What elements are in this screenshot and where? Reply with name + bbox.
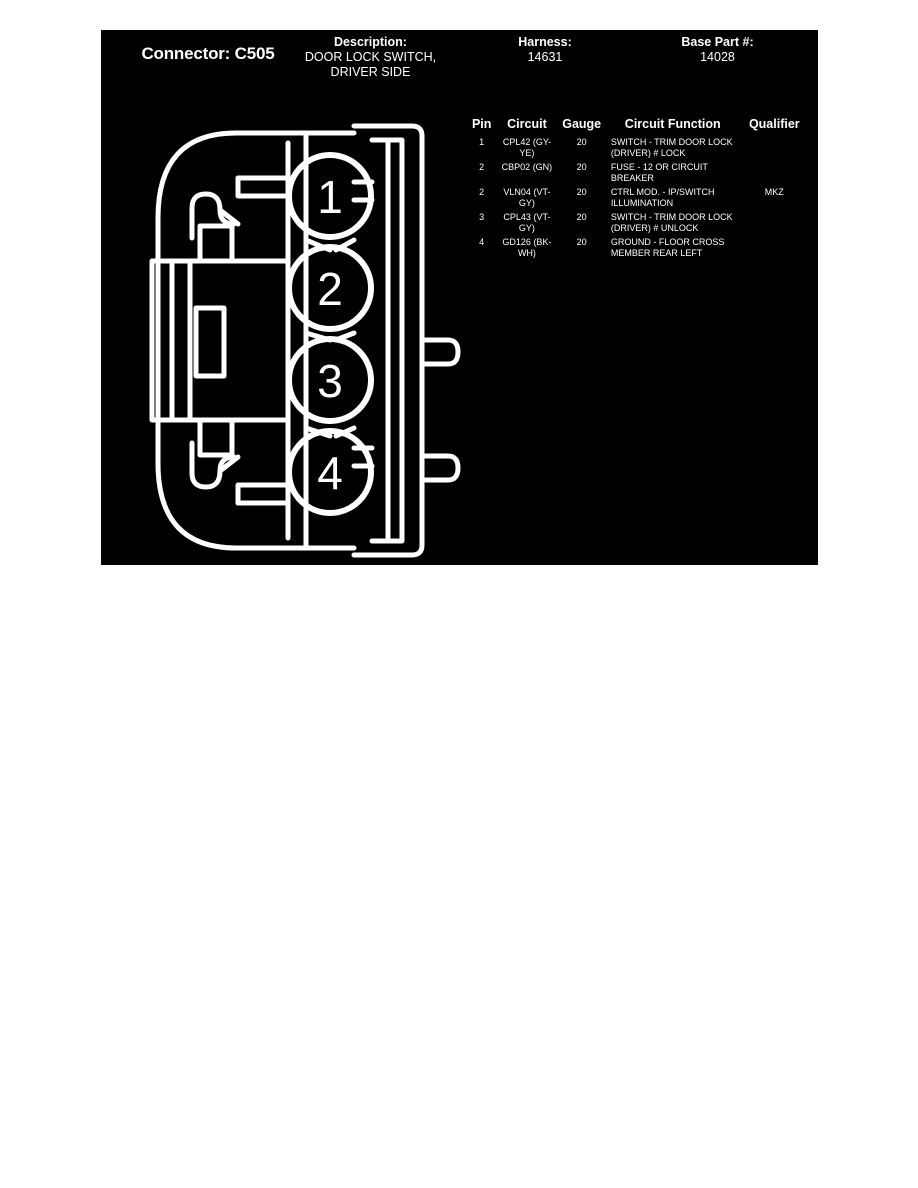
cell-qualifier: MKZ (764, 187, 784, 197)
cell-gauge: 20 (576, 137, 587, 147)
cell-qualifier (741, 210, 808, 235)
connector-illustration: 1 2 3 4 (140, 118, 480, 563)
description-label: Description: (334, 35, 407, 49)
harness-column: Harness: 14631 (480, 35, 610, 65)
cell-gauge: 20 (576, 212, 587, 222)
cell-function: GROUND - FLOOR CROSS MEMBER REAR LEFT (610, 237, 725, 258)
pin-table: Pin Circuit Gauge Circuit Function Quali… (468, 117, 808, 260)
pin-number-1: 1 (317, 171, 343, 223)
connector-title: Connector: C505 (141, 44, 275, 63)
cell-function: FUSE - 12 OR CIRCUIT BREAKER (610, 162, 708, 183)
pin-number-4: 4 (317, 447, 343, 499)
table-row: 1 CPL42 (GY-YE) 20 SWITCH - TRIM DOOR LO… (468, 135, 808, 160)
table-row: 2 VLN04 (VT-GY) 20 CTRL MOD. - IP/SWITCH… (468, 185, 808, 210)
cell-pin: 3 (479, 212, 485, 222)
base-part-label: Base Part #: (681, 35, 754, 49)
cell-pin: 4 (479, 237, 485, 247)
column-header-pin: Pin (471, 117, 492, 131)
pin-circle-3 (286, 336, 374, 424)
description-column: Description: DOOR LOCK SWITCH, DRIVER SI… (288, 35, 453, 80)
cell-pin: 1 (479, 137, 485, 147)
pin-number-3: 3 (317, 355, 343, 407)
cell-function: SWITCH - TRIM DOOR LOCK (DRIVER) # LOCK (610, 137, 733, 158)
pin-circle-1 (286, 152, 374, 240)
base-part-column: Base Part #: 14028 (650, 35, 785, 65)
table-row: 2 CBP02 (GN) 20 FUSE - 12 OR CIRCUIT BRE… (468, 160, 808, 185)
pin-circle-2 (286, 244, 374, 332)
cell-circuit: CBP02 (GN) (501, 162, 553, 172)
column-header-function: Circuit Function (624, 117, 721, 131)
column-header-circuit: Circuit (507, 117, 547, 131)
harness-label: Harness: (518, 35, 572, 49)
harness-value: 14631 (527, 50, 563, 64)
base-part-value: 14028 (700, 50, 735, 64)
cell-function: CTRL MOD. - IP/SWITCH ILLUMINATION (610, 187, 715, 208)
column-header-qualifier: Qualifier (748, 117, 800, 131)
cell-pin: 2 (479, 162, 485, 172)
cell-gauge: 20 (576, 162, 587, 172)
cell-circuit: GD126 (BK-WH) (502, 237, 552, 258)
description-value: DOOR LOCK SWITCH, DRIVER SIDE (304, 50, 437, 79)
cell-pin: 2 (479, 187, 485, 197)
table-row: 4 GD126 (BK-WH) 20 GROUND - FLOOR CROSS … (468, 235, 808, 260)
cell-circuit: VLN04 (VT-GY) (503, 187, 551, 208)
cell-qualifier (741, 160, 808, 185)
pin-circle-4 (286, 428, 374, 516)
column-header-gauge: Gauge (562, 117, 602, 131)
cell-circuit: CPL43 (VT-GY) (503, 212, 551, 233)
cell-qualifier (741, 135, 808, 160)
cell-function: SWITCH - TRIM DOOR LOCK (DRIVER) # UNLOC… (610, 212, 733, 233)
cell-qualifier (741, 235, 808, 260)
table-row: 3 CPL43 (VT-GY) 20 SWITCH - TRIM DOOR LO… (468, 210, 808, 235)
cell-gauge: 20 (576, 237, 587, 247)
pin-number-2: 2 (317, 263, 343, 315)
cell-gauge: 20 (576, 187, 587, 197)
cell-circuit: CPL42 (GY-YE) (502, 137, 552, 158)
table-header-row: Pin Circuit Gauge Circuit Function Quali… (468, 117, 808, 135)
